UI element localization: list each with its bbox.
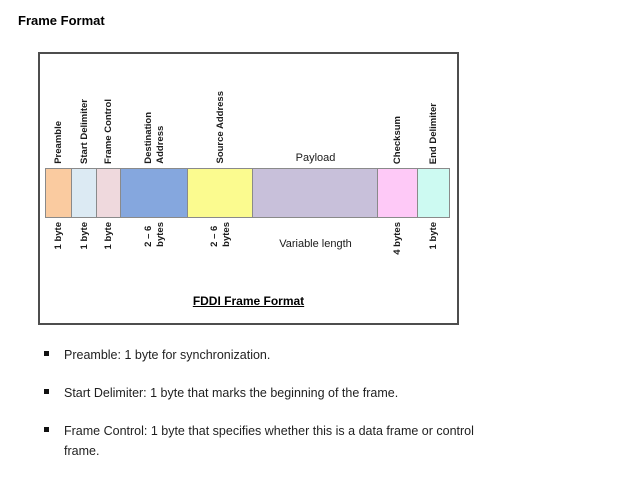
field-size-label-wrap: 1 byte bbox=[97, 218, 121, 274]
field-size-label-wrap: 1 byte bbox=[45, 218, 72, 274]
bullet-text: Start Delimiter: 1 byte that marks the b… bbox=[64, 386, 399, 400]
fddi-frame-diagram: Preamble 1 byte Start Delimiter 1 byte F… bbox=[38, 52, 459, 325]
bullet-text: Preamble: 1 byte for synchronization. bbox=[64, 348, 271, 362]
field-name-label: Checksum bbox=[392, 115, 404, 164]
field-size-label-wrap: Variable length bbox=[253, 218, 378, 274]
field-name-label-wrap: Frame Control bbox=[97, 54, 121, 168]
field-size-label: 1 byte bbox=[52, 222, 64, 250]
field-name-label: Start Delimiter bbox=[78, 99, 90, 164]
field-name-label: End Delimiter bbox=[428, 102, 440, 164]
frame-field-column: Preamble 1 byte bbox=[45, 54, 72, 274]
frame-fields-row: Preamble 1 byte Start Delimiter 1 byte F… bbox=[45, 54, 457, 274]
field-color-cell bbox=[418, 168, 450, 218]
field-name-label-wrap: Payload bbox=[253, 54, 378, 168]
frame-field-column: Start Delimiter 1 byte bbox=[72, 54, 97, 274]
field-size-label: Variable length bbox=[279, 238, 352, 250]
field-name-label-wrap: Destination Address bbox=[121, 54, 188, 168]
bullet-list: Preamble: 1 byte for synchronization. St… bbox=[44, 345, 504, 479]
bullet-square-icon bbox=[44, 389, 49, 394]
diagram-caption: FDDI Frame Format bbox=[192, 294, 305, 308]
field-color-cell bbox=[378, 168, 418, 218]
field-color-cell bbox=[97, 168, 121, 218]
frame-field-column: Source Address 2 – 6 bytes bbox=[188, 54, 253, 274]
field-size-label: 4 bytes bbox=[392, 222, 404, 255]
list-item: Preamble: 1 byte for synchronization. bbox=[44, 345, 504, 365]
field-color-cell bbox=[72, 168, 97, 218]
field-name-label-wrap: Source Address bbox=[188, 54, 253, 168]
field-size-label: 2 – 6 bytes bbox=[208, 222, 232, 247]
list-item: Start Delimiter: 1 byte that marks the b… bbox=[44, 383, 504, 403]
field-color-cell bbox=[188, 168, 253, 218]
field-name-label-wrap: Start Delimiter bbox=[72, 54, 97, 168]
field-size-label: 1 byte bbox=[428, 222, 440, 250]
field-name-label: Payload bbox=[295, 152, 336, 164]
field-size-label-wrap: 1 byte bbox=[418, 218, 450, 274]
field-size-label-wrap: 2 – 6 bytes bbox=[121, 218, 188, 274]
field-name-label: Frame Control bbox=[103, 99, 115, 164]
frame-field-column: Payload Variable length bbox=[253, 54, 378, 274]
field-color-cell bbox=[253, 168, 378, 218]
field-size-label-wrap: 2 – 6 bytes bbox=[188, 218, 253, 274]
field-name-label-wrap: Preamble bbox=[45, 54, 72, 168]
field-color-cell bbox=[45, 168, 72, 218]
bullet-square-icon bbox=[44, 351, 49, 356]
bullet-text: Frame Control: 1 byte that specifies whe… bbox=[64, 424, 474, 458]
page-title: Frame Format bbox=[18, 13, 105, 28]
field-size-label: 1 byte bbox=[103, 222, 115, 250]
frame-field-column: Destination Address 2 – 6 bytes bbox=[121, 54, 188, 274]
bullet-square-icon bbox=[44, 427, 49, 432]
field-size-label: 2 – 6 bytes bbox=[142, 222, 166, 247]
field-name-label: Preamble bbox=[52, 121, 64, 164]
field-name-label-wrap: Checksum bbox=[378, 54, 418, 168]
field-name-label: Destination Address bbox=[142, 112, 166, 164]
field-size-label-wrap: 1 byte bbox=[72, 218, 97, 274]
frame-field-column: Frame Control 1 byte bbox=[97, 54, 121, 274]
field-color-cell bbox=[121, 168, 188, 218]
field-size-label: 1 byte bbox=[78, 222, 90, 250]
list-item: Frame Control: 1 byte that specifies whe… bbox=[44, 421, 504, 461]
frame-field-column: End Delimiter 1 byte bbox=[418, 54, 450, 274]
field-name-label: Source Address bbox=[214, 91, 226, 164]
field-name-label-wrap: End Delimiter bbox=[418, 54, 450, 168]
field-size-label-wrap: 4 bytes bbox=[378, 218, 418, 274]
frame-field-column: Checksum 4 bytes bbox=[378, 54, 418, 274]
